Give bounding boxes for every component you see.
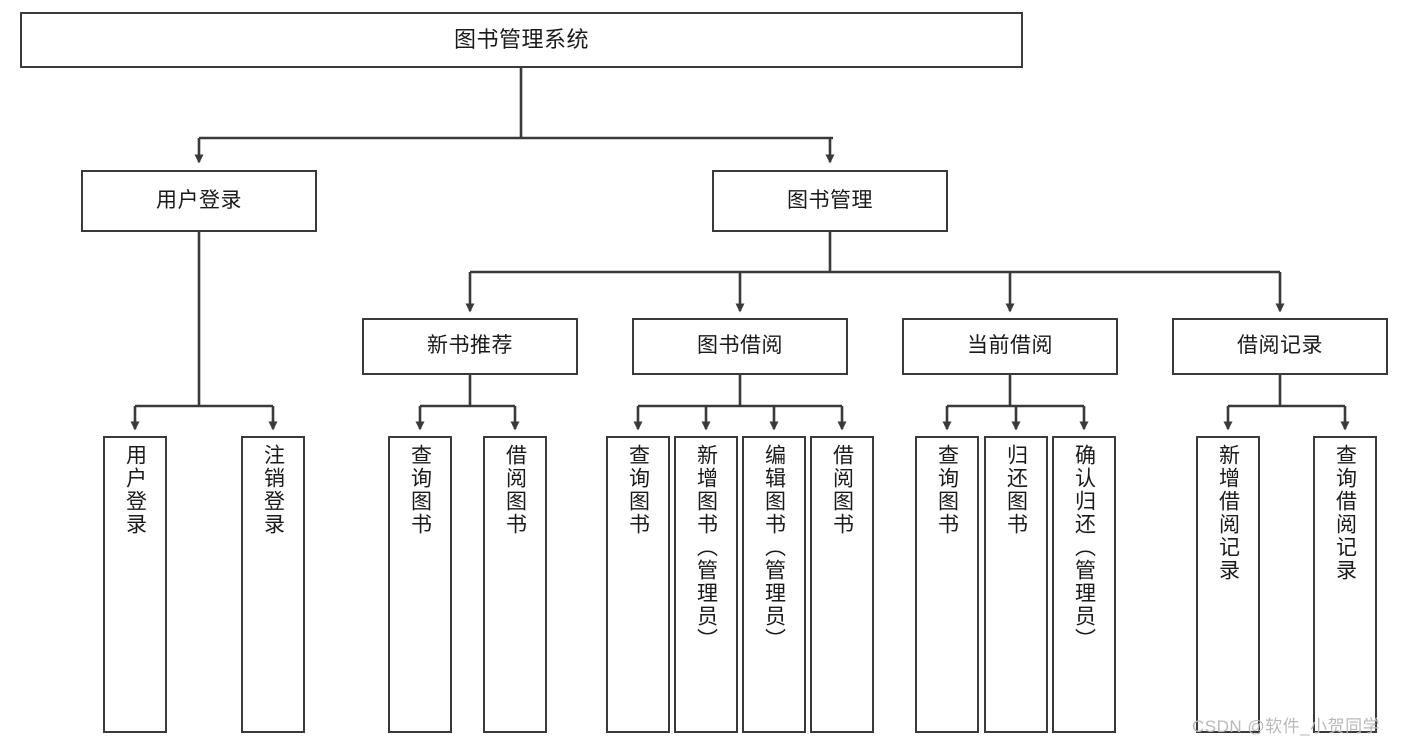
- node-leaf-query-borrow-record-label: 查询借阅记录: [1333, 444, 1357, 582]
- node-leaf-query-book-current-label: 查询图书: [935, 444, 959, 536]
- node-root[interactable]: 图书管理系统: [20, 12, 1023, 68]
- node-book-manage[interactable]: 图书管理: [712, 170, 948, 232]
- node-book-manage-label: 图书管理: [787, 188, 873, 212]
- node-leaf-borrow-book-new-label: 借阅图书: [503, 444, 527, 536]
- node-current-borrow-label: 当前借阅: [967, 334, 1053, 358]
- node-leaf-add-borrow-record-label: 新增借阅记录: [1216, 444, 1240, 582]
- node-leaf-borrow-book-new[interactable]: 借阅图书: [483, 436, 547, 733]
- node-leaf-edit-book-admin-label: 编辑图书（管理员）: [762, 444, 786, 651]
- node-leaf-query-book-borrow-label: 查询图书: [626, 444, 650, 536]
- node-leaf-borrow-book[interactable]: 借阅图书: [810, 436, 874, 733]
- node-leaf-user-logout-label: 注销登录: [261, 444, 285, 536]
- node-leaf-add-borrow-record[interactable]: 新增借阅记录: [1196, 436, 1260, 733]
- node-leaf-query-book-new-label: 查询图书: [408, 444, 432, 536]
- node-user-login[interactable]: 用户登录: [81, 170, 317, 232]
- watermark: CSDN @软件_小贺同学: [1192, 717, 1381, 736]
- node-new-book-recommend-label: 新书推荐: [427, 334, 513, 358]
- node-leaf-query-book-borrow[interactable]: 查询图书: [606, 436, 670, 733]
- node-current-borrow[interactable]: 当前借阅: [902, 318, 1118, 375]
- node-leaf-add-book-admin[interactable]: 新增图书（管理员）: [674, 436, 738, 733]
- node-leaf-confirm-return-admin-label: 确认归还（管理员）: [1072, 444, 1096, 651]
- node-leaf-borrow-book-label: 借阅图书: [830, 444, 854, 536]
- node-leaf-confirm-return-admin[interactable]: 确认归还（管理员）: [1052, 436, 1116, 733]
- node-book-borrow[interactable]: 图书借阅: [632, 318, 848, 375]
- node-borrow-records-label: 借阅记录: [1237, 334, 1323, 358]
- node-root-label: 图书管理系统: [453, 27, 589, 53]
- node-leaf-return-book-label: 归还图书: [1004, 444, 1028, 536]
- node-new-book-recommend[interactable]: 新书推荐: [362, 318, 578, 375]
- node-leaf-query-book-current[interactable]: 查询图书: [915, 436, 979, 733]
- node-leaf-add-book-admin-label: 新增图书（管理员）: [694, 444, 718, 651]
- node-leaf-user-login-label: 用户登录: [123, 444, 147, 536]
- node-leaf-return-book[interactable]: 归还图书: [984, 436, 1048, 733]
- node-book-borrow-label: 图书借阅: [697, 334, 783, 358]
- node-leaf-edit-book-admin[interactable]: 编辑图书（管理员）: [742, 436, 806, 733]
- node-leaf-query-borrow-record[interactable]: 查询借阅记录: [1313, 436, 1377, 733]
- node-leaf-user-logout[interactable]: 注销登录: [241, 436, 305, 733]
- node-leaf-user-login[interactable]: 用户登录: [103, 436, 167, 733]
- node-borrow-records[interactable]: 借阅记录: [1172, 318, 1388, 375]
- node-leaf-query-book-new[interactable]: 查询图书: [388, 436, 452, 733]
- node-user-login-label: 用户登录: [156, 188, 242, 212]
